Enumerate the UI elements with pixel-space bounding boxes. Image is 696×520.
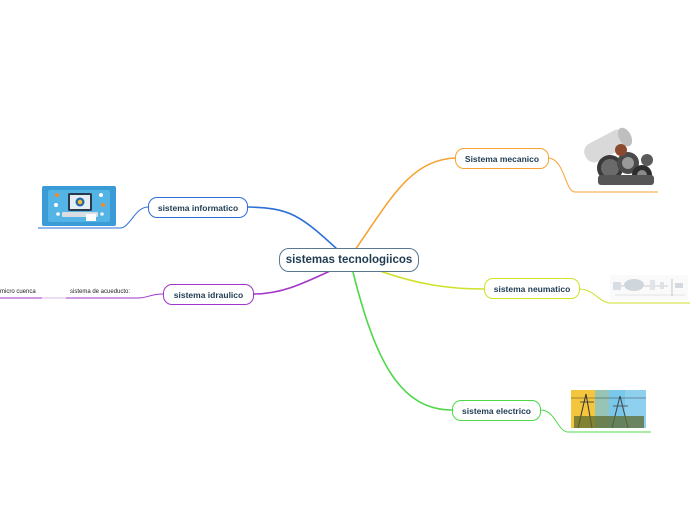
- subtopic-micro-cuenca[interactable]: micro cuenca: [0, 289, 36, 295]
- subtopic-acueducto[interactable]: sistema de acueducto:: [70, 289, 131, 295]
- topic-sistema-informatico[interactable]: sistema informatico: [148, 197, 248, 218]
- pneumatic-diagram-image: [610, 275, 688, 300]
- central-topic[interactable]: sistemas tecnologiicos: [279, 248, 419, 272]
- gears-image: [584, 127, 654, 185]
- topic-sistema-idraulico[interactable]: sistema idraulico: [163, 284, 254, 305]
- link-mecanico-image: [548, 157, 658, 193]
- topic-sistema-neumatico[interactable]: sistema neumatico: [484, 278, 580, 299]
- connector-neumatico: [379, 270, 485, 290]
- connector-idraulico: [253, 270, 331, 295]
- link-electrico-image: [540, 409, 651, 433]
- power-station-image: [571, 390, 646, 429]
- link-informatico-image: [38, 206, 149, 229]
- link-neumatico-image: [579, 288, 690, 304]
- connector-informatico: [247, 206, 339, 251]
- connector-electrico: [352, 271, 453, 411]
- computer-network-image: [42, 186, 116, 226]
- link-idraulico-acueducto: [66, 293, 164, 299]
- topic-sistema-mecanico[interactable]: Sistema mecanico: [455, 148, 549, 169]
- topic-sistema-electrico[interactable]: sistema electrico: [452, 400, 541, 421]
- connector-mecanico: [354, 157, 456, 251]
